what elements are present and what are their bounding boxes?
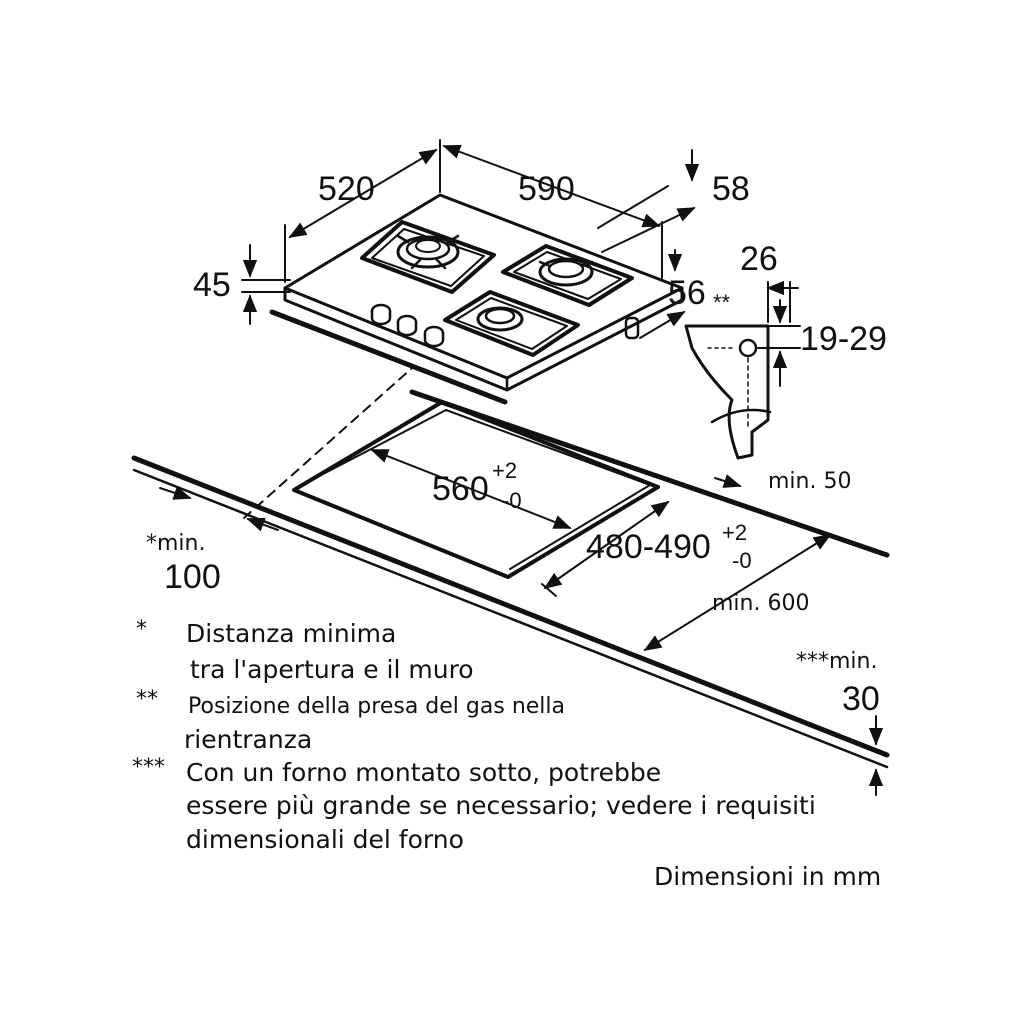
burner-front xyxy=(443,290,580,357)
min-600-label: min. 600 xyxy=(712,591,809,616)
cutout-depth-tol-minus: -0 xyxy=(732,548,752,573)
dim-depth-label: 520 xyxy=(318,170,375,208)
cutout-depth-label: 480-490 xyxy=(586,528,711,566)
note-3-line-1: Con un forno montato sotto, potrebbe xyxy=(186,758,661,787)
note-2-symbol: ** xyxy=(136,687,158,712)
dim-26-label: 26 xyxy=(740,240,778,278)
dimension-lines xyxy=(159,139,884,796)
min-50-label: min. 50 xyxy=(768,469,851,494)
dim-height-label: 45 xyxy=(193,266,231,304)
dim-56-label: 56 xyxy=(668,274,706,312)
note-3-line-3: dimensionali del forno xyxy=(186,825,464,854)
dim-width-label: 590 xyxy=(518,170,575,208)
control-knobs xyxy=(370,303,445,348)
note-2-line-2: rientranza xyxy=(184,725,312,754)
note-2-line-1: Posizione della presa del gas nella xyxy=(188,694,565,719)
dashed-projection xyxy=(243,367,413,519)
note-3-symbol: *** xyxy=(132,755,165,780)
footnotes: * Distanza minima tra l'apertura e il mu… xyxy=(132,617,816,854)
min-30-caption: ***min. xyxy=(796,649,877,674)
min-30-value: 30 xyxy=(842,680,880,718)
cutout-width-tol-plus: +2 xyxy=(492,458,517,483)
dim-19-29-label: 19-29 xyxy=(800,320,887,358)
cutout-width-tol-minus: -0 xyxy=(502,488,522,513)
units-caption: Dimensioni in mm xyxy=(654,862,881,891)
cutout-depth-tol-plus: +2 xyxy=(722,520,747,545)
burner-right xyxy=(501,244,634,307)
note-3-line-2: essere più grande se necessario; vedere … xyxy=(186,791,816,820)
min-100-value: 100 xyxy=(164,558,221,596)
note-1-line-1: Distanza minima xyxy=(186,619,396,648)
double-star-mark: ** xyxy=(713,290,731,315)
note-1-line-2: tra l'apertura e il muro xyxy=(190,655,474,684)
note-1-symbol: * xyxy=(136,617,147,642)
gas-connection-bracket xyxy=(684,324,772,460)
cutout-width-label: 560 xyxy=(432,470,489,508)
min-100-caption: *min. xyxy=(146,531,205,556)
dimension-labels: 520 590 58 45 56 ** 26 19-29 560 +2 -0 4… xyxy=(146,170,887,718)
dim-58-label: 58 xyxy=(712,170,750,208)
